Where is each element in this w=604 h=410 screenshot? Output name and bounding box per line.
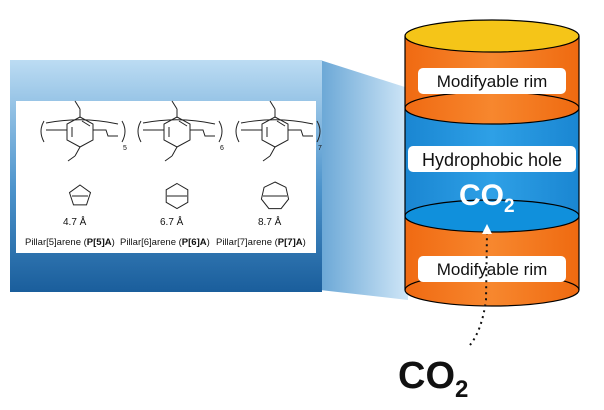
co2-entry-path: [469, 231, 488, 346]
pore-diameter: 6.7 Å: [160, 215, 184, 228]
ring-size-icon: [68, 184, 92, 206]
molecule-name: Pillar[5]arene (P[5]A): [25, 237, 115, 248]
projection-funnel: [320, 60, 408, 300]
repeat-unit-drawing: [137, 100, 223, 162]
inner-co2-label: CO2: [459, 179, 515, 217]
repeat-unit-drawing: [40, 100, 126, 162]
top-rim-label: Modifyable rim: [437, 72, 548, 91]
top-rim-label-box: [418, 68, 566, 94]
pillar7arene-structure: 7 8.7 Å Pillar[7]arene (P[7]A): [216, 100, 322, 248]
repeat-unit-drawing: [235, 100, 321, 162]
repeat-count: 6: [220, 145, 224, 152]
bottom-rim-label: Modifyable rim: [437, 260, 548, 279]
top-face: [404, 19, 580, 53]
molecule-name: Pillar[6]arene (P[6]A): [120, 237, 210, 248]
pore-diameter: 4.7 Å: [63, 215, 87, 228]
pillar5arene-structure: 5 4.7 Å Pillar[5]arene (P[5]A): [25, 100, 127, 248]
pillararene-cylinder: Modifyable rim Hydrophobic hole CO2 Modi…: [404, 19, 580, 307]
ring-size-icon: [260, 181, 290, 210]
bottom-rim-label-box: [418, 256, 566, 282]
co2-entry-arrowhead: [482, 224, 492, 234]
outside-co2-label: CO2: [398, 355, 468, 403]
hydrophobic-label: Hydrophobic hole: [422, 150, 562, 170]
repeat-count: 5: [123, 145, 127, 152]
pillararene-structures: 5 4.7 Å Pillar[5]arene (P[5]A): [25, 100, 322, 248]
repeat-count: 7: [318, 145, 322, 152]
pore-diameter: 8.7 Å: [258, 215, 282, 228]
hydrophobic-label-box: [408, 146, 576, 172]
pillar6arene-structure: 6 6.7 Å Pillar[6]arene (P[6]A): [120, 100, 224, 248]
molecule-name: Pillar[7]arene (P[7]A): [216, 237, 306, 248]
ring-size-icon: [165, 182, 189, 210]
structure-card: [16, 101, 316, 253]
